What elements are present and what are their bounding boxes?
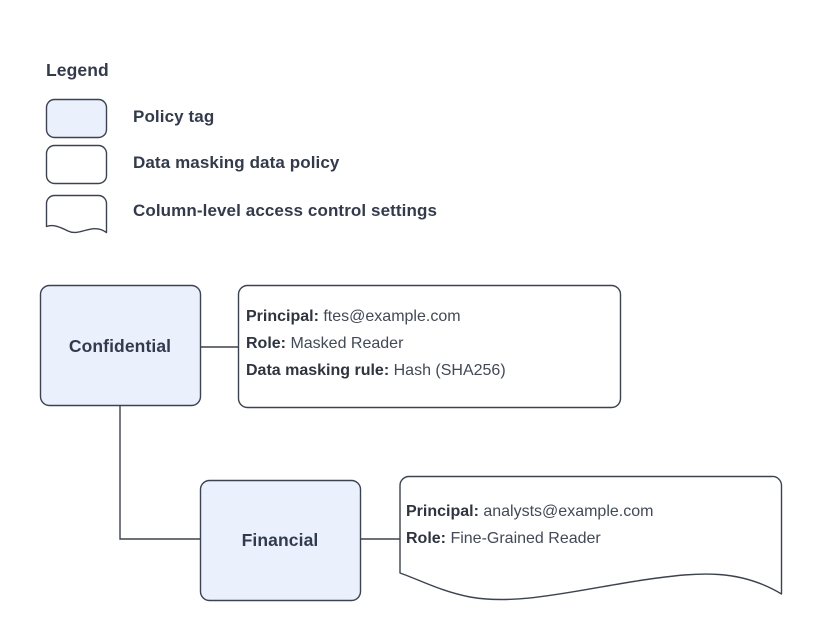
legend-item-label-policy-tag: Policy tag (133, 107, 215, 126)
masking-policy-line: Data masking rule: Hash (SHA256) (246, 357, 506, 384)
masking-policy-key: Role: (246, 335, 286, 352)
legend-item-label-data-masking-policy: Data masking data policy (133, 153, 340, 172)
masking-policy-line: Role: Masked Reader (246, 330, 506, 357)
legend-title: Legend (46, 60, 109, 80)
column-access-control-value: analysts@example.com (483, 503, 654, 520)
node-label-financial: Financial (241, 530, 319, 550)
column-access-control-value: Fine-Grained Reader (450, 530, 601, 547)
column-access-control-details: Principal: analysts@example.com Role: Fi… (406, 498, 653, 552)
masking-policy-details: Principal: ftes@example.com Role: Masked… (246, 303, 506, 384)
column-access-control-key: Principal: (406, 503, 479, 520)
column-access-control-line: Role: Fine-Grained Reader (406, 525, 653, 552)
masking-policy-value: Hash (SHA256) (393, 362, 506, 379)
node-financial[interactable] (199, 479, 362, 602)
column-access-control-key: Role: (406, 530, 446, 547)
legend-item-label-column-access-control: Column-level access control settings (133, 201, 438, 220)
column-access-control-line: Principal: analysts@example.com (406, 498, 653, 525)
data-policy-swatch (45, 144, 108, 185)
masking-policy-key: Data masking rule: (246, 362, 390, 379)
masking-policy-line: Principal: ftes@example.com (246, 303, 506, 330)
masking-policy-value: ftes@example.com (323, 308, 461, 325)
column-acl-box[interactable] (399, 475, 783, 601)
node-label-confidential: Confidential (68, 336, 172, 356)
column-acl-swatch (45, 194, 108, 234)
policy-tag-swatch (45, 98, 108, 139)
masking-policy-key: Principal: (246, 308, 319, 325)
connector-confidential-to-financial (119, 405, 200, 540)
masking-policy-value: Masked Reader (290, 335, 404, 352)
masking-policy-box[interactable] (237, 284, 622, 409)
node-confidential[interactable] (39, 284, 202, 407)
